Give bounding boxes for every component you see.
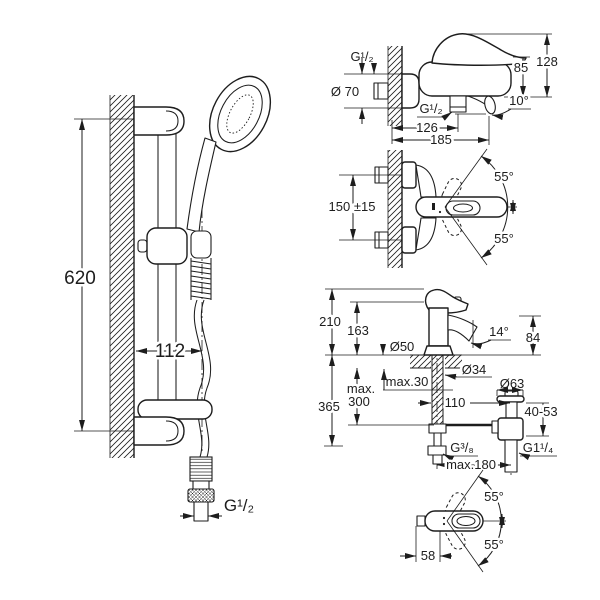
dim-126-label: 126 bbox=[416, 120, 438, 135]
handle-end-cap bbox=[190, 230, 212, 259]
dim-365-label: 365 bbox=[318, 399, 340, 414]
outlet-thread-label: G¹/₂ bbox=[419, 101, 442, 116]
escutcheon bbox=[401, 73, 420, 109]
waste-flange bbox=[496, 395, 525, 403]
slider-holder bbox=[146, 227, 188, 265]
dim-58-label: 58 bbox=[421, 548, 435, 563]
base-dia-label: Ø50 bbox=[390, 339, 415, 354]
spout bbox=[447, 314, 478, 342]
hose-max-label-2: 300 bbox=[348, 394, 370, 409]
bottom-bracket bbox=[133, 416, 185, 446]
shower-rail bbox=[157, 133, 177, 413]
center-distance-label: 150 ±15 bbox=[329, 199, 376, 214]
spout-angle-label: 10° bbox=[509, 93, 529, 108]
basin-mixer-top-view: 55° 55° 58 bbox=[400, 469, 506, 573]
waste-tee bbox=[497, 417, 524, 441]
lever-angle-up-label: 55° bbox=[494, 169, 514, 184]
dim-620-label: 620 bbox=[64, 268, 96, 289]
supply-stub bbox=[416, 515, 426, 527]
waste-range-label: 40-53 bbox=[524, 404, 557, 419]
hand-shower-handle bbox=[186, 137, 217, 233]
hand-shower-head bbox=[208, 75, 272, 153]
supply-nut bbox=[373, 82, 389, 100]
dim-85-label: 85 bbox=[514, 60, 528, 75]
wall-thread-label: G¹/₂ bbox=[350, 49, 373, 64]
escutcheon-dia-label: Ø 70 bbox=[331, 84, 359, 99]
dim-84-label: 84 bbox=[526, 330, 540, 345]
supply-thread-label: G³/₈ bbox=[450, 440, 473, 455]
dim-110-label: 110 bbox=[445, 395, 466, 410]
wall-hatch bbox=[110, 95, 134, 458]
shower-outlet bbox=[449, 95, 467, 113]
faucet-body bbox=[428, 307, 449, 347]
spout-angle-label: 14° bbox=[489, 324, 509, 339]
dim-112-label: 112 bbox=[155, 341, 185, 362]
shower-hose bbox=[193, 299, 205, 458]
dim-163-label: 163 bbox=[347, 323, 369, 338]
hose-thread-stub bbox=[193, 501, 209, 522]
dim-210-label: 210 bbox=[319, 314, 341, 329]
dim-128-label: 128 bbox=[536, 54, 558, 69]
basin-mixer-side-view: 210 163 Ø50 max.30 max. 300 365 110 84 1… bbox=[316, 288, 560, 477]
threaded-shank bbox=[431, 354, 444, 425]
wall-hatch bbox=[388, 150, 402, 268]
bath-mixer-front-view: 55° 55° 150 ±15 bbox=[326, 148, 517, 268]
waste-dia-label: Ø63 bbox=[500, 376, 525, 391]
mixer-body bbox=[418, 61, 512, 97]
lever-handle bbox=[424, 288, 469, 314]
deck-max-label: max.30 bbox=[386, 374, 429, 389]
escutcheon-top bbox=[401, 161, 417, 189]
waste-thread-label: G1¹/₄ bbox=[523, 440, 554, 455]
waste-tailpipe bbox=[504, 439, 518, 473]
hose-spring-guard bbox=[189, 456, 213, 482]
lever-handle bbox=[445, 200, 481, 216]
hose-coil bbox=[190, 258, 212, 300]
base-escutcheon bbox=[423, 345, 454, 356]
top-bracket bbox=[133, 106, 185, 136]
escutcheon-bottom bbox=[401, 226, 417, 254]
hose-nut bbox=[187, 488, 215, 503]
lever-angle-down-label: 55° bbox=[484, 537, 504, 552]
hose-thread-label: G¹/₂ bbox=[224, 496, 254, 515]
hose-max-label-1: max. bbox=[347, 381, 375, 396]
slider-knob bbox=[137, 239, 148, 253]
lever-angle-down-label: 55° bbox=[494, 231, 514, 246]
dim-185-label: 185 bbox=[430, 132, 452, 147]
spout-outlet bbox=[484, 95, 496, 115]
spout-mark bbox=[432, 203, 435, 210]
lever-handle bbox=[431, 33, 527, 66]
lever-angle-up-label: 55° bbox=[484, 489, 504, 504]
soap-dish bbox=[137, 399, 213, 420]
swing-arc bbox=[480, 155, 509, 259]
rod-max-label: max.180 bbox=[446, 457, 496, 472]
bath-mixer-side-view: G¹/₂ Ø 70 G¹/₂ 126 185 85 128 10° bbox=[328, 33, 560, 150]
hole-dia-label: Ø34 bbox=[462, 362, 487, 377]
wall-hatch bbox=[388, 46, 402, 126]
shower-rail-set-view: 620 112 G¹/₂ bbox=[62, 75, 272, 522]
